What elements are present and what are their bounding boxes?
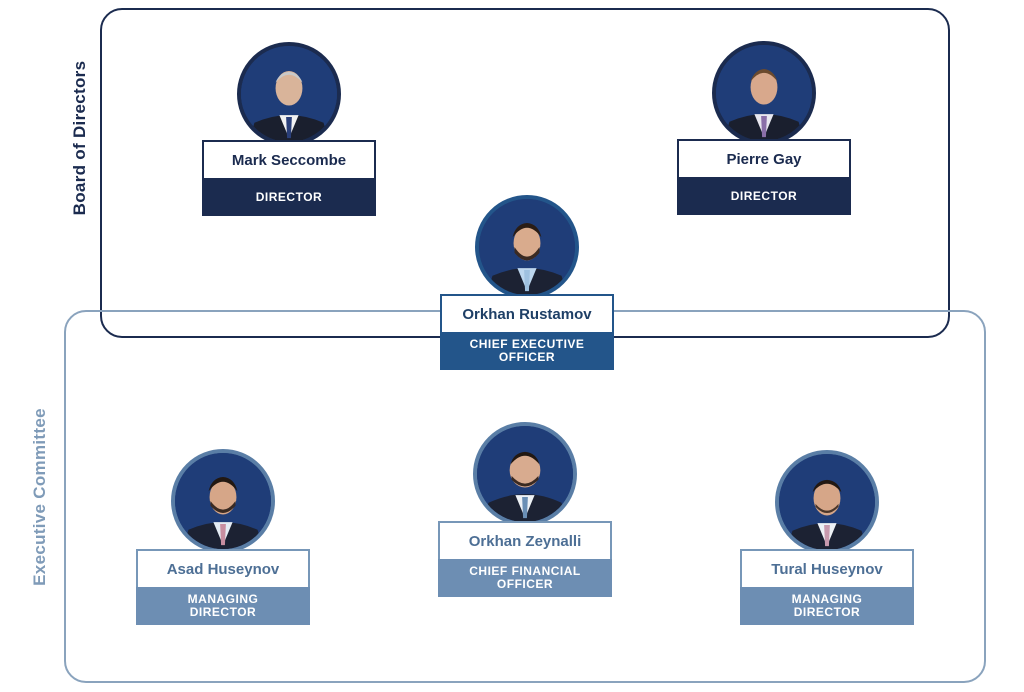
person-card-pierre-gay: Pierre Gay DIRECTOR	[677, 41, 851, 216]
person-title: CHIEF FINANCIAL OFFICER	[438, 559, 612, 597]
person-title: CHIEF EXECUTIVE OFFICER	[440, 332, 614, 370]
person-name: Mark Seccombe	[202, 140, 376, 178]
person-title: MANAGING DIRECTOR	[740, 587, 914, 625]
avatar	[775, 450, 879, 554]
person-title: DIRECTOR	[677, 177, 851, 215]
person-name: Tural Huseynov	[740, 549, 914, 587]
person-name: Orkhan Rustamov	[440, 294, 614, 332]
person-name: Pierre Gay	[677, 139, 851, 177]
board-of-directors-label: Board of Directors	[70, 61, 90, 216]
avatar	[475, 195, 579, 299]
person-name: Asad Huseynov	[136, 549, 310, 587]
person-card-mark-seccombe: Mark Seccombe DIRECTOR	[202, 42, 376, 217]
person-name: Orkhan Zeynalli	[438, 521, 612, 559]
person-card-tural-huseynov: Tural Huseynov MANAGING DIRECTOR	[740, 450, 914, 625]
person-title: DIRECTOR	[202, 178, 376, 216]
person-card-orkhan-rustamov: Orkhan Rustamov CHIEF EXECUTIVE OFFICER	[440, 195, 614, 370]
avatar	[171, 449, 275, 553]
avatar	[473, 422, 577, 526]
person-card-asad-huseynov: Asad Huseynov MANAGING DIRECTOR	[136, 449, 310, 624]
avatar	[237, 42, 341, 146]
person-title: MANAGING DIRECTOR	[136, 587, 310, 625]
avatar	[712, 41, 816, 145]
person-card-orkhan-zeynalli: Orkhan Zeynalli CHIEF FINANCIAL OFFICER	[438, 422, 612, 597]
executive-committee-label: Executive Committee	[30, 408, 50, 586]
